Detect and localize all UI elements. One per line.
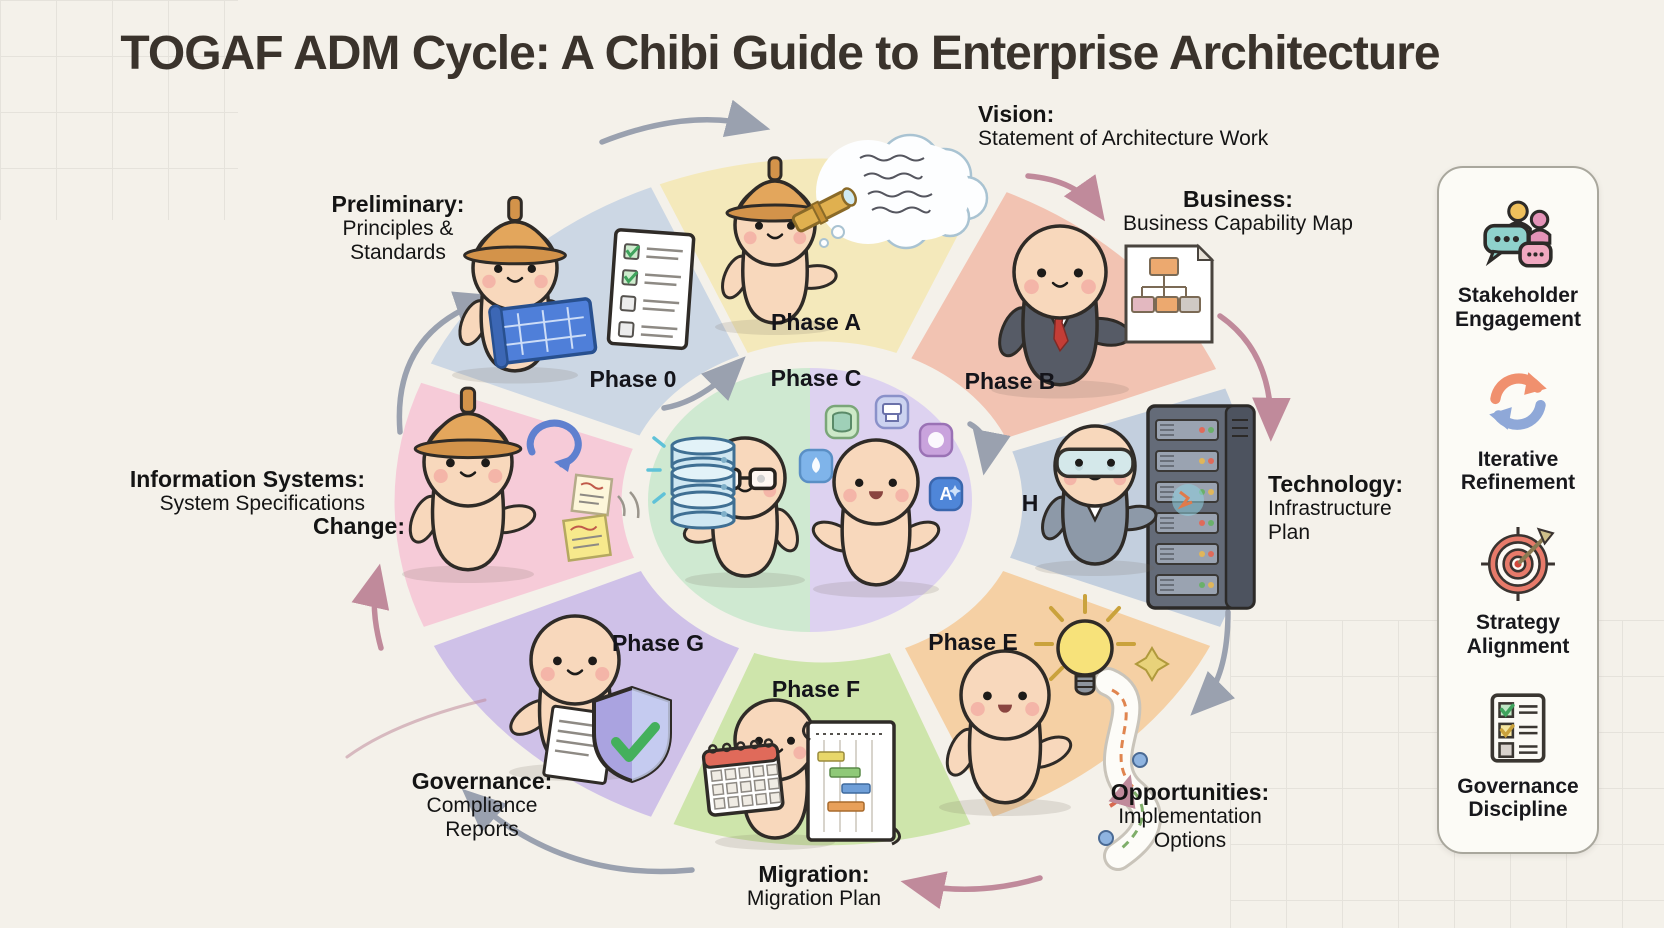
legend-item-strategy-alignment: Strategy Alignment (1467, 525, 1569, 658)
legend-item-iterative-refinement: Iterative Refinement (1461, 362, 1575, 495)
phaseB-character (991, 224, 1215, 399)
cycle-arrows (345, 99, 1291, 910)
target-arrow-icon (1481, 527, 1555, 602)
gantt-scroll-icon (802, 720, 901, 846)
sync-arrows-icon (526, 419, 582, 472)
legend-item-stakeholder-engagement: Stakeholder Engagement (1455, 198, 1581, 331)
lightbulb-icon (1034, 594, 1136, 696)
label-governance: Governance: Compliance Reports (411, 768, 553, 842)
phase-badge-c: Phase C (770, 365, 862, 391)
shield-check-icon (592, 685, 672, 784)
phase-badge-b: Phase B (964, 368, 1056, 394)
stakeholder-chat-icon (1483, 200, 1553, 268)
phaseC-left-character (646, 436, 805, 588)
label-technology: Technology: Infrastructure Plan (1268, 471, 1404, 545)
label-change: Change: (313, 513, 405, 539)
calendar-icon (701, 738, 785, 817)
svg-text:A: A (940, 484, 953, 504)
legend-panel: Stakeholder Engagement Iterative Refinem… (1437, 166, 1599, 854)
iterative-cycle-icon (1489, 372, 1547, 430)
checklist-icon (1490, 692, 1546, 763)
database-stack-icon (646, 436, 736, 530)
label-information-systems: Information Systems: System Specificatio… (129, 466, 365, 516)
phaseC-right-character: A (798, 394, 964, 598)
label-business: Business: Business Capability Map (1123, 186, 1353, 236)
label-preliminary: Preliminary: Principles & Standards (331, 191, 465, 265)
phase-badge-0: Phase 0 (589, 366, 677, 392)
phaseG-character (509, 614, 672, 785)
phaseA-character (715, 156, 857, 335)
label-opportunities: Opportunities: Implementation Options (1110, 779, 1270, 853)
page-title: TOGAF ADM Cycle: A Chibi Guide to Enterp… (120, 27, 1440, 80)
legend-item-governance-discipline: Governance Discipline (1457, 689, 1579, 822)
phase-badge-e: Phase E (928, 629, 1018, 655)
label-migration: Migration: Migration Plan (746, 861, 882, 911)
phase-badge-a: Phase A (771, 309, 861, 335)
phase-badge-d: H (1021, 490, 1039, 516)
phaseF-character (701, 698, 901, 850)
phaseE-character (939, 594, 1170, 871)
sticky-notes (561, 473, 640, 563)
phase-badge-g: Phase G (611, 630, 705, 656)
label-vision: Vision: Statement of Architecture Work (978, 101, 1269, 151)
info-systems-character (402, 386, 640, 583)
phase0-character (452, 195, 696, 384)
phaseD-character (1035, 404, 1256, 610)
phase-badge-f: Phase F (771, 676, 861, 702)
